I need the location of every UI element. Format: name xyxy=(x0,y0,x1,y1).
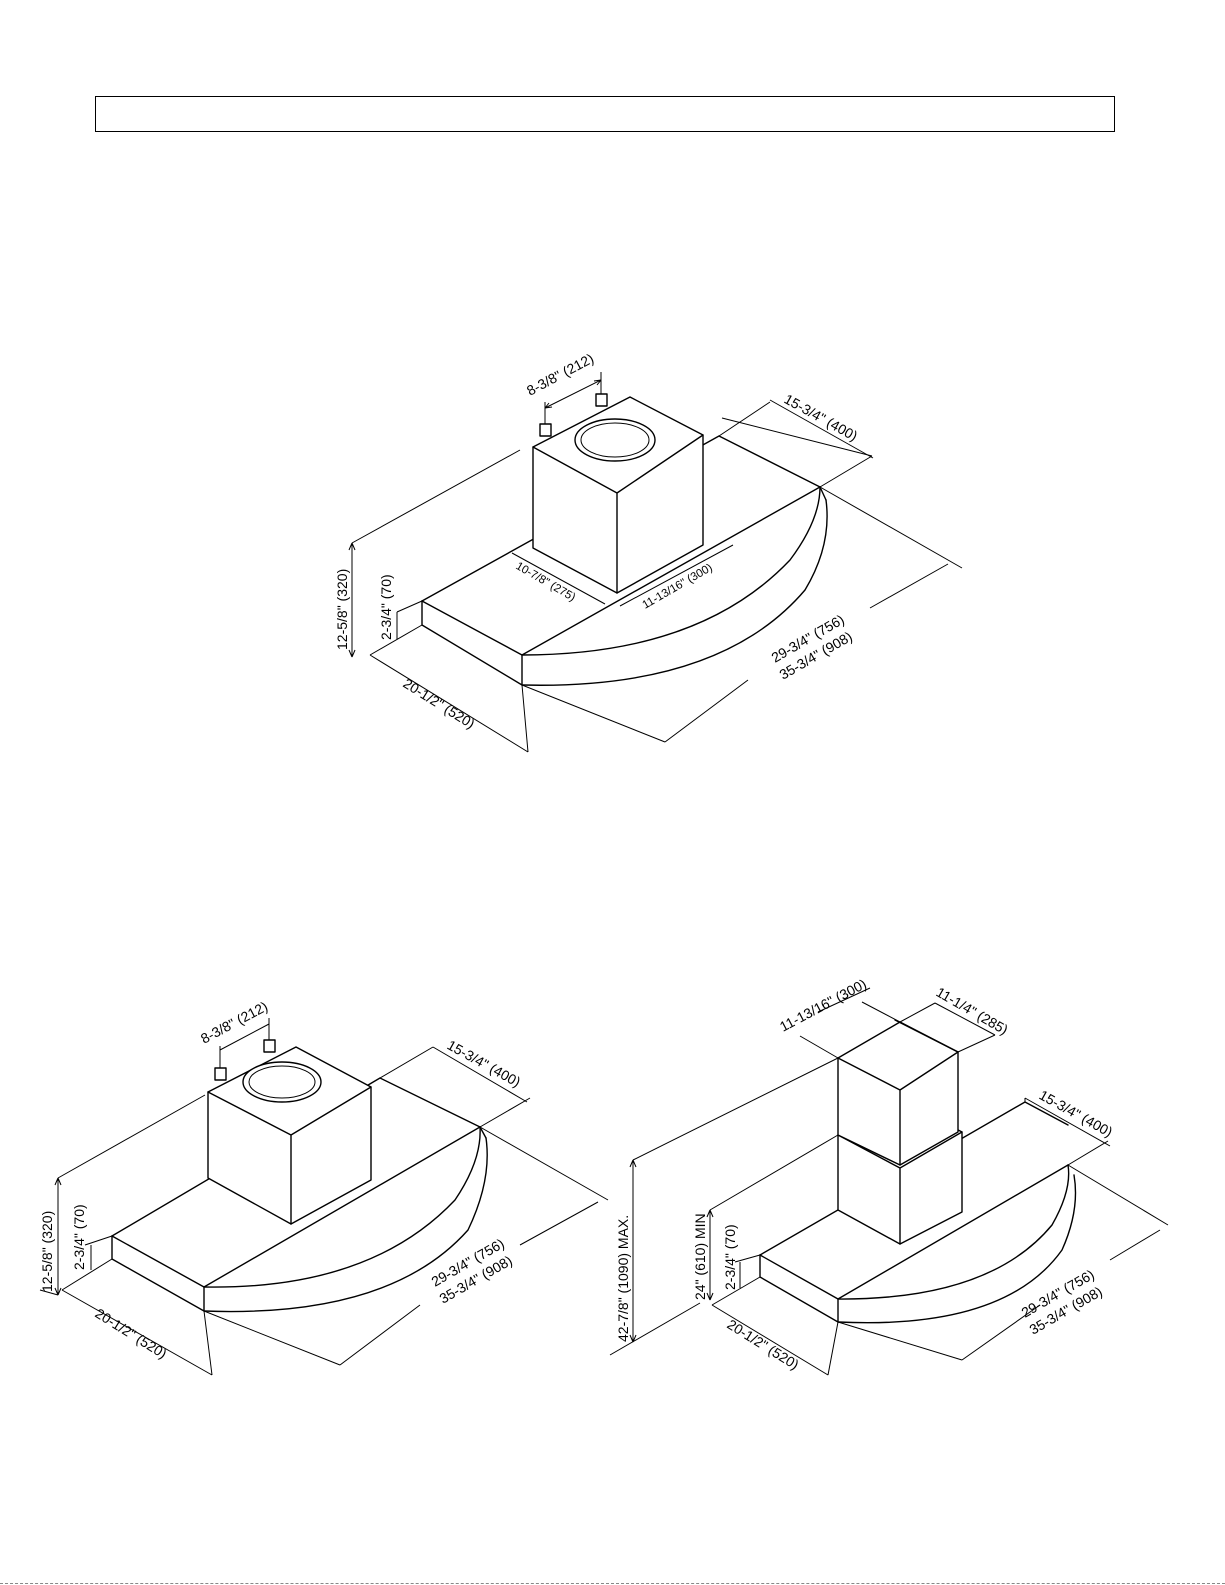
dim-bracket-spacing: 8-3/8" (212) xyxy=(524,350,596,399)
canopy-front-face xyxy=(421,600,523,686)
bracket-right xyxy=(263,1039,276,1053)
dim-total-height: 12-5/8" (320) xyxy=(334,569,350,650)
canopy-front-face xyxy=(111,1235,205,1312)
duct-collar-top xyxy=(574,418,656,462)
dim-chimney-depth: 11-1/4" (285) xyxy=(934,984,1011,1038)
page-bottom-dashed-line xyxy=(0,1583,1225,1584)
dim-canopy-height: 2-3/4" (70) xyxy=(378,574,394,640)
header-box xyxy=(95,96,1115,132)
diagram-1: 8-3/8" (212) 15-3/4" (400) 29-3/4" (756)… xyxy=(334,350,963,753)
bracket-left xyxy=(214,1067,227,1081)
dim-front-width: 20-1/2" (520) xyxy=(724,1316,801,1373)
dim-front-width: 20-1/2" (520) xyxy=(400,675,477,732)
dim-depth: 15-3/4" (400) xyxy=(1037,1087,1116,1140)
dim-canopy-height: 2-3/4" (70) xyxy=(722,1224,738,1290)
canopy-arc-bottom xyxy=(837,1174,1077,1324)
canopy-front-face xyxy=(759,1254,839,1323)
dim-max-height: 42-7/8" (1090) MAX. xyxy=(615,1215,631,1342)
canopy-arc-top xyxy=(521,486,821,656)
dim-chimney-width: 11-13/16" (300) xyxy=(777,976,869,1035)
canopy-arc-bottom xyxy=(521,499,828,686)
diagram-2: 8-3/8" (212) 15-3/4" (400) 29-3/4" (756)… xyxy=(39,998,609,1376)
bracket-right xyxy=(595,393,608,407)
motor-box xyxy=(532,396,704,594)
dim-front-width: 20-1/2" (520) xyxy=(92,1305,169,1362)
dim-total-height: 12-5/8" (320) xyxy=(39,1211,55,1292)
dim-canopy-height: 2-3/4" (70) xyxy=(71,1204,87,1270)
duct-collar-top xyxy=(242,1061,322,1103)
canopy-arc-bottom xyxy=(203,1137,488,1313)
dim-min-height: 24" (610) MIN xyxy=(692,1213,708,1300)
dim-bracket-spacing: 8-3/8" (212) xyxy=(198,998,270,1047)
diagram-3: 11-13/16" (300) 11-1/4" (285) 15-3/4" (4… xyxy=(609,976,1169,1376)
canopy-arc-top xyxy=(837,1164,1070,1300)
canopy-arc-top xyxy=(203,1126,481,1288)
bracket-left xyxy=(539,423,552,437)
dim-depth: 15-3/4" (400) xyxy=(445,1037,524,1090)
